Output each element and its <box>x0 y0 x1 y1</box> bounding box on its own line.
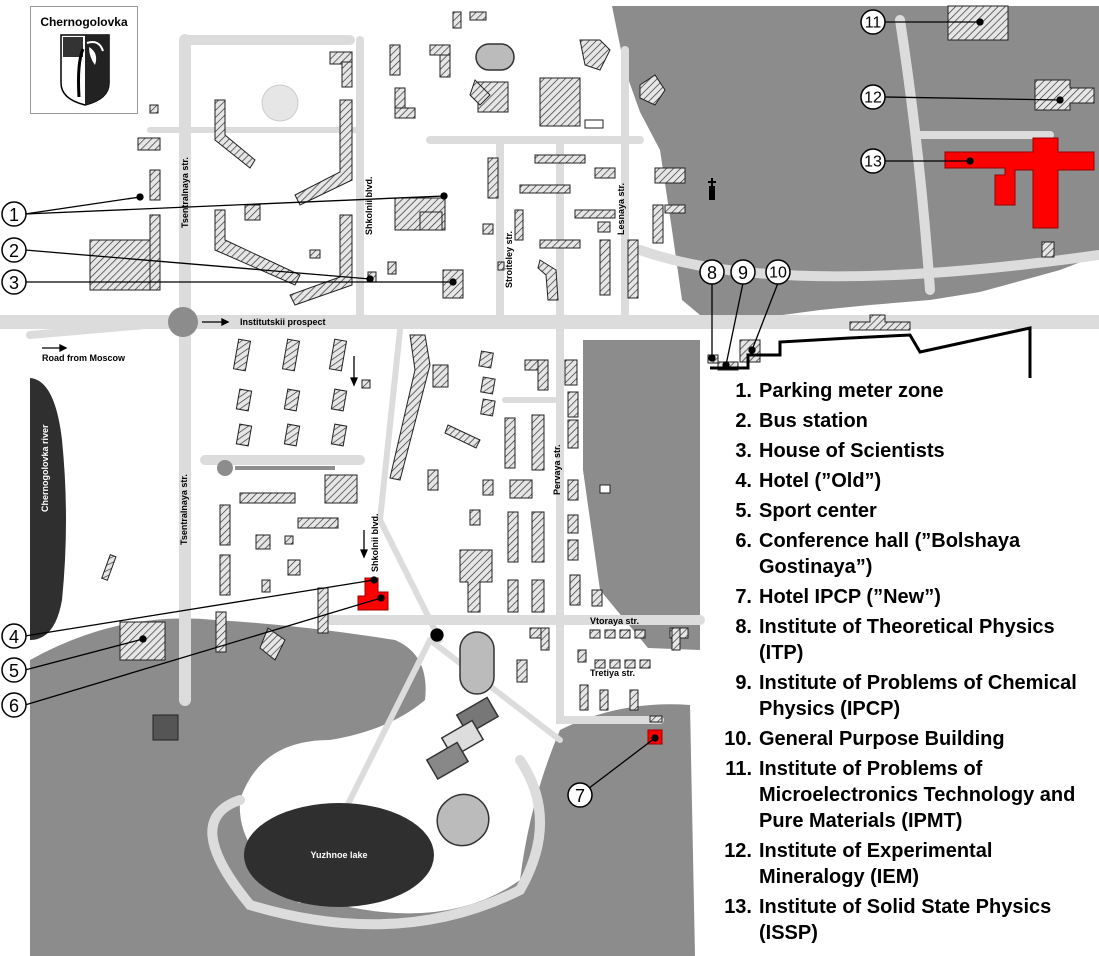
lake <box>244 803 434 907</box>
legend-text: Institute of Problems of Microelectronic… <box>759 758 1076 832</box>
marker-9: 9 <box>738 263 748 283</box>
street-labels: Tsentralnaya str. Tsentralnaya str. Shko… <box>42 157 639 678</box>
legend-text: Institute of Problems of Chemical Physic… <box>759 672 1077 720</box>
legend-item: 13. Institute of Solid State Physics (ISS… <box>700 894 1095 946</box>
street-vtoraya: Vtoraya str. <box>590 616 639 626</box>
legend-text: Sport center <box>759 500 877 522</box>
marker-3: 3 <box>9 273 19 293</box>
marker-13: 13 <box>864 154 882 171</box>
marker-10: 10 <box>769 265 787 282</box>
marker-7: 7 <box>575 786 585 806</box>
legend-item: 12. Institute of Experimental Mineralogy … <box>700 838 1095 890</box>
city-title: Chernogolovka <box>40 15 128 29</box>
legend-item: 11. Institute of Problems of Microelectro… <box>700 756 1095 834</box>
marker-5: 5 <box>9 661 19 681</box>
marker-8: 8 <box>707 263 717 283</box>
legend-item: 6. Conference hall (”Bolshaya Gostinaya”) <box>700 528 1095 580</box>
legend-text: Hotel IPCP (”New”) <box>759 586 941 608</box>
buildings <box>89 5 1095 741</box>
street-stroiteley: Stroiteley str. <box>504 231 514 288</box>
direction-arrows <box>42 317 368 559</box>
roundabout <box>168 307 198 337</box>
legend-text: House of Scientists <box>759 440 945 462</box>
legend-number: 12. <box>724 840 752 862</box>
street-tsentralnaya-lower: Tsentralnaya str. <box>179 474 189 545</box>
street-institutskii: Institutskii prospect <box>240 317 326 327</box>
street-pervaya: Pervaya str. <box>552 444 562 495</box>
legend-item: 10. General Purpose Building <box>700 726 1095 752</box>
legend-item: 1. Parking meter zone <box>700 378 1095 404</box>
legend-item: 7. Hotel IPCP (”New”) <box>700 584 1095 610</box>
legend-number: 8. <box>735 616 752 638</box>
sport-fields <box>425 43 515 847</box>
legend-text: Bus station <box>759 410 868 432</box>
legend-number: 7. <box>735 586 752 608</box>
legend-item: 3. House of Scientists <box>700 438 1095 464</box>
legend-item: 5. Sport center <box>700 498 1095 524</box>
legend-text: Hotel (”Old”) <box>759 470 882 492</box>
legend-text: Parking meter zone <box>759 380 944 402</box>
leader-lines <box>24 18 1064 796</box>
city-emblem: Chernogolovka <box>30 6 138 114</box>
street-lesnaya: Lesnaya str. <box>616 183 626 235</box>
legend-item: 2. Bus station <box>700 408 1095 434</box>
legend-item: 8. Institute of Theoretical Physics (ITP) <box>700 614 1095 666</box>
lake-label: Yuzhnoe lake <box>310 850 367 860</box>
forest-areas <box>30 6 1099 956</box>
legend-number: 9. <box>735 672 752 694</box>
legend-number: 6. <box>735 530 752 552</box>
street-shkolnii-upper: Shkolnii blvd. <box>364 176 374 235</box>
legend-number: 10. <box>724 728 752 750</box>
monument-dot <box>217 460 233 476</box>
legend-number: 11. <box>725 758 752 780</box>
coat-of-arms-icon <box>60 34 110 106</box>
roads <box>0 15 1099 930</box>
plain-buildings <box>584 119 611 494</box>
marker-11: 11 <box>865 15 882 32</box>
monument-circle <box>261 84 299 122</box>
marker-circles <box>1 9 886 808</box>
marker-6: 6 <box>9 696 19 716</box>
marker-2: 2 <box>9 241 19 261</box>
legend-item: 4. Hotel (”Old”) <box>700 468 1095 494</box>
legend-number: 3. <box>735 440 752 462</box>
legend-number: 2. <box>735 410 752 432</box>
ipcp-boundary <box>710 326 1032 378</box>
street-shkolnii-lower: Shkolnii blvd. <box>370 513 380 572</box>
river <box>30 378 66 640</box>
legend-number: 1. <box>735 380 752 402</box>
church-icon <box>708 178 716 200</box>
street-tsentralnaya-upper: Tsentralnaya str. <box>180 157 190 228</box>
legend-number: 5. <box>735 500 752 522</box>
road-from-moscow: Road from Moscow <box>42 353 126 363</box>
street-tretiya: Tretiya str. <box>590 668 635 678</box>
legend-item: 9. Institute of Problems of Chemical Phys… <box>700 670 1095 722</box>
legend-text: General Purpose Building <box>759 728 1005 750</box>
marker-4: 4 <box>9 627 19 647</box>
marker-numbers: 1 2 3 4 5 6 7 8 9 10 11 12 13 <box>9 15 882 807</box>
marker-1: 1 <box>9 205 19 225</box>
river-label: Chernogolovka river <box>40 424 50 512</box>
legend-text: Institute of Experimental Mineralogy (IE… <box>759 840 993 888</box>
marker-12: 12 <box>864 90 882 107</box>
legend-number: 13. <box>724 896 752 918</box>
legend: 1. Parking meter zone 2. Bus station 3. Hou… <box>700 378 1095 950</box>
legend-text: Conference hall (”Bolshaya Gostinaya”) <box>759 530 1021 578</box>
legend-text: Institute of Theoretical Physics (ITP) <box>759 616 1055 664</box>
legend-number: 4. <box>735 470 752 492</box>
legend-text: Institute of Solid State Physics (ISSP) <box>759 896 1052 944</box>
